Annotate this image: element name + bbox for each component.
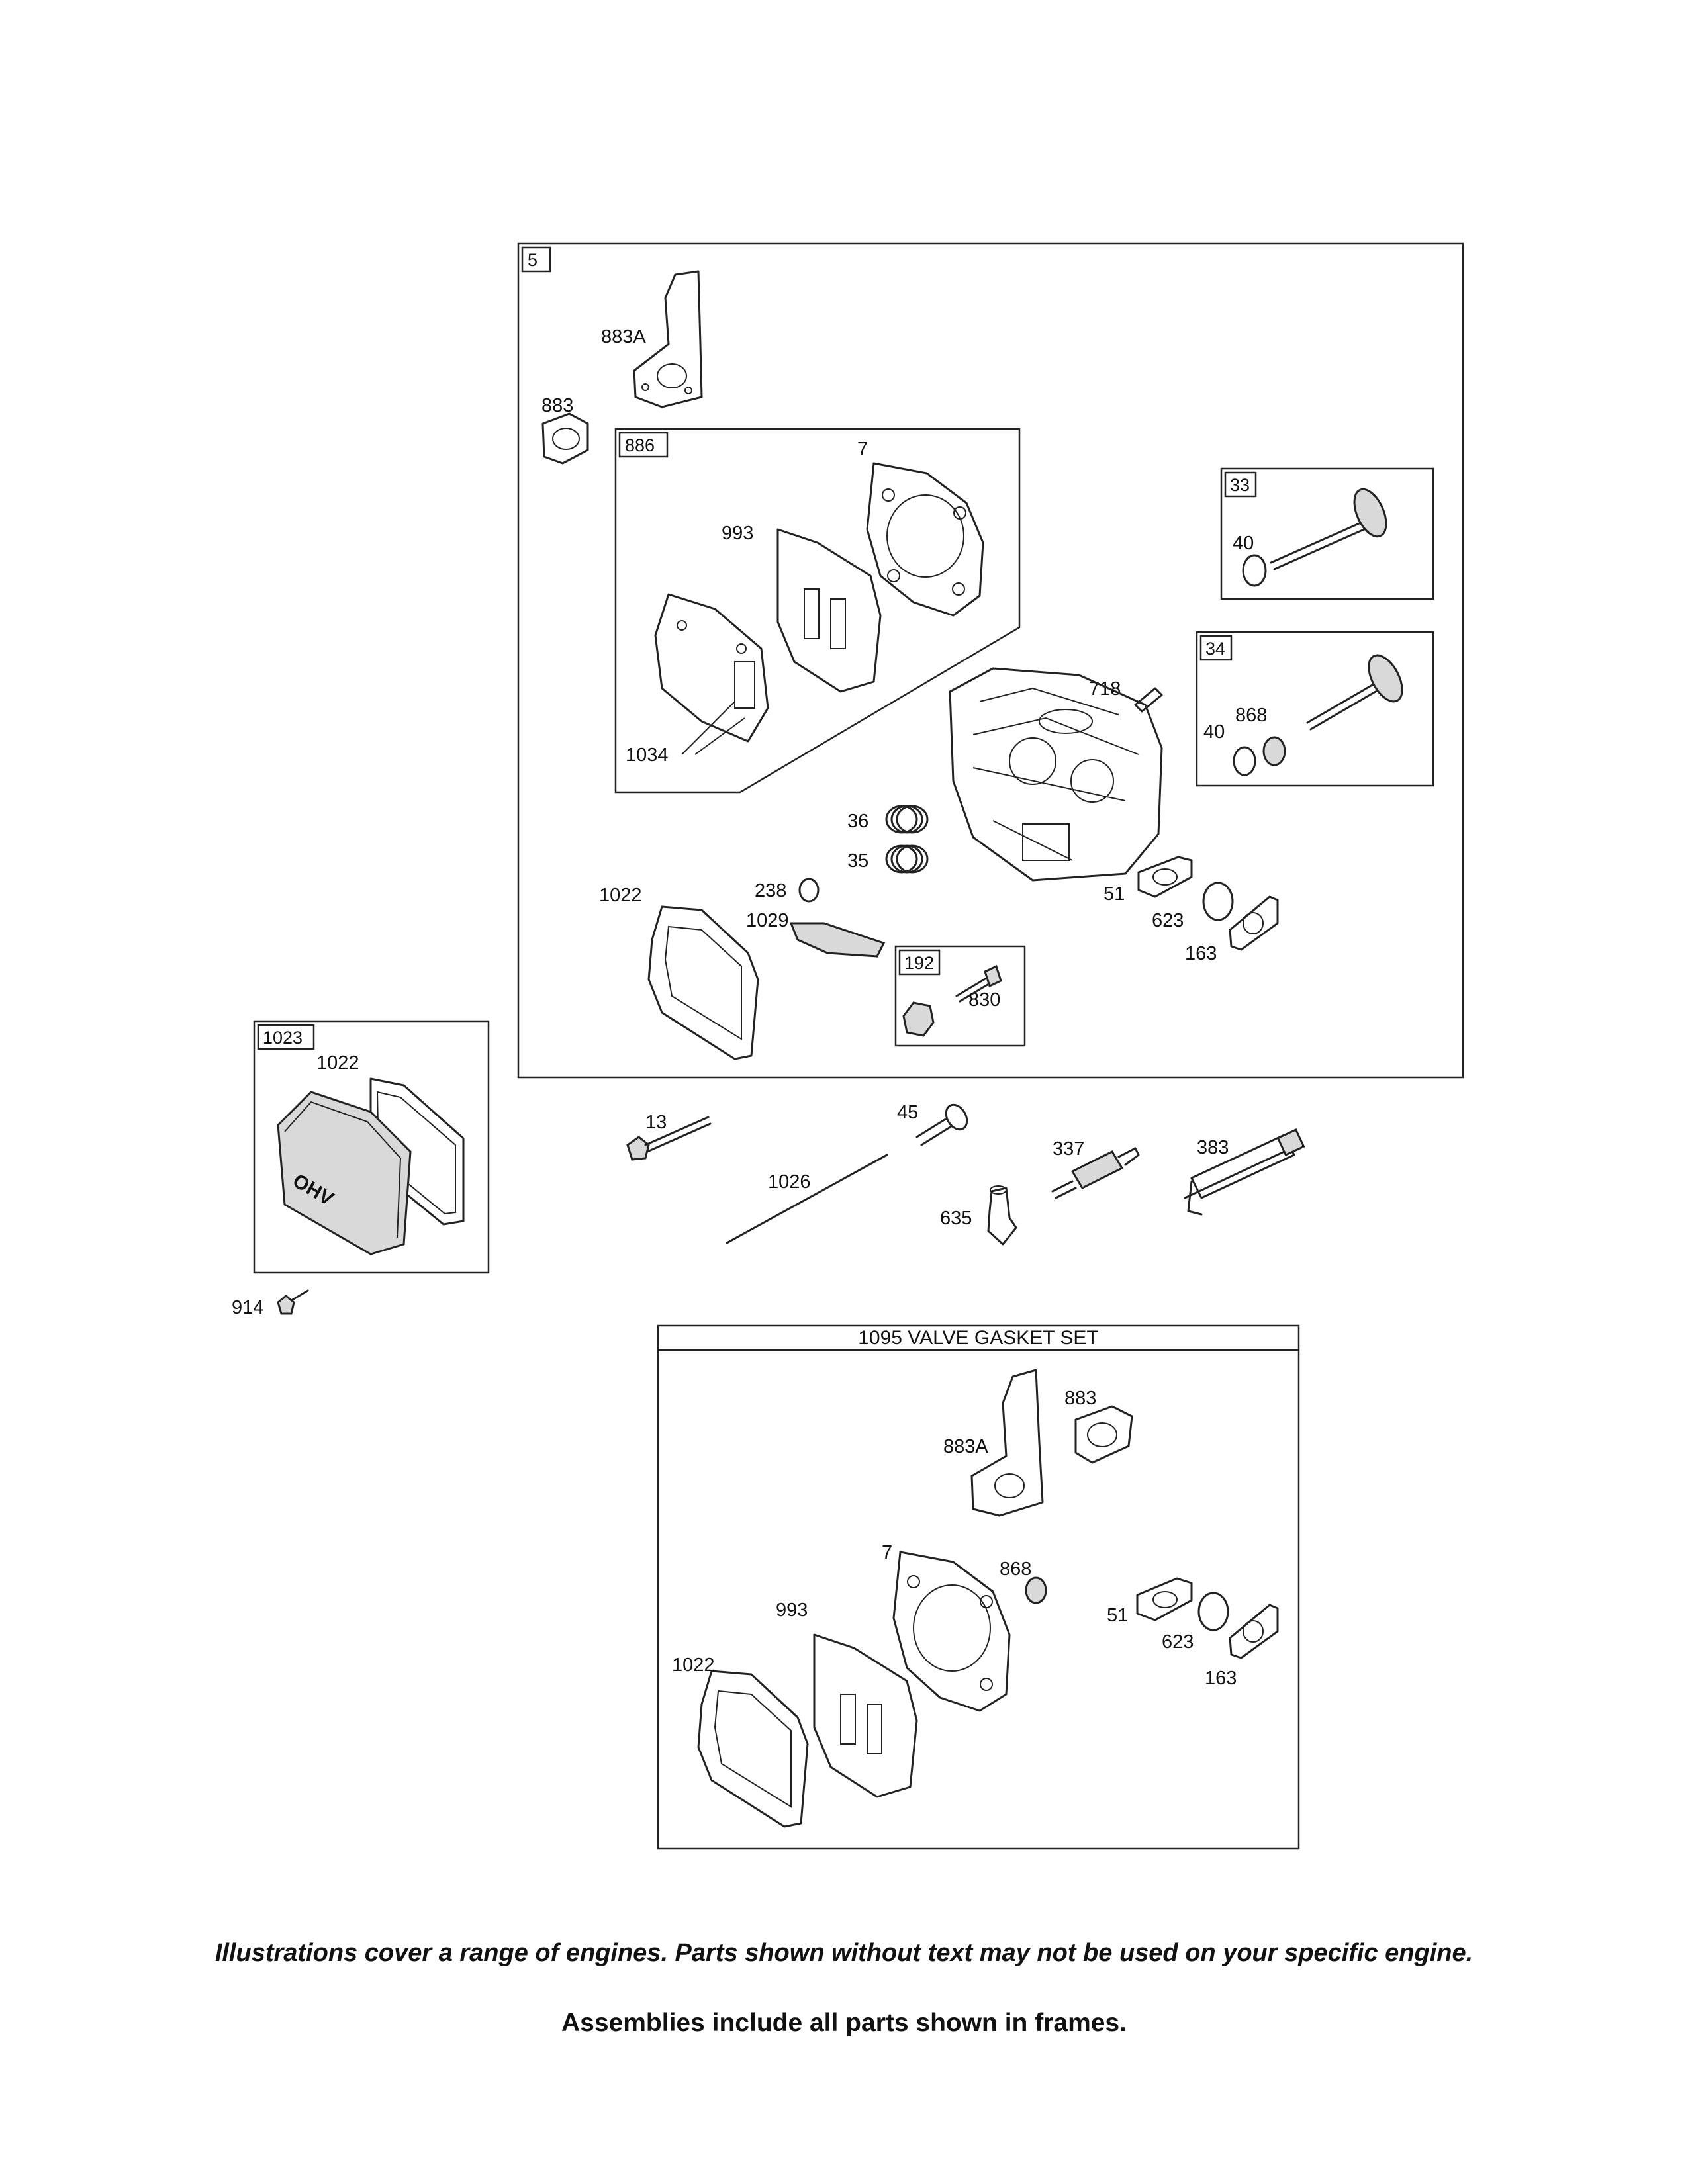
set-part-7-head-gasket [892,1551,1011,1712]
frame-1023-valve-cover: 1023 OHV [253,1020,490,1274]
part-1029-rocker [789,922,886,958]
part-623-ring [1202,882,1234,921]
frame-5-cylinder-head-assembly: 5 [517,242,1464,1079]
part-383-tool [1184,1128,1305,1216]
callout-635: 635 [940,1208,972,1229]
callout-set-993: 993 [776,1600,808,1621]
part-993-gasket [776,528,882,693]
frame-1023-tag: 1023 [263,1028,303,1048]
callout-45: 45 [897,1102,918,1123]
callout-set-883: 883 [1064,1388,1096,1409]
part-337-spark-plug [1051,1147,1140,1199]
callout-7: 7 [857,439,868,460]
part-635-boot [987,1185,1017,1246]
set-part-623-ring [1197,1592,1229,1631]
assemblies-note: Assemblies include all parts shown in fr… [561,2009,1127,2037]
callout-1026: 1026 [768,1171,811,1193]
callout-set-163: 163 [1205,1668,1237,1689]
part-51-exhaust-gasket [1137,856,1193,898]
part-238-cap [798,878,820,903]
set-part-883-gasket [1074,1405,1133,1464]
callout-1022-cover: 1022 [316,1052,359,1073]
part-45-guide [915,1103,968,1146]
callout-238: 238 [755,880,786,901]
frame-1095-valve-gasket-set: 1095 VALVE GASKET SET [657,1324,1300,1850]
set-part-868-seal [1025,1576,1047,1604]
part-36-valve-spring [885,805,929,834]
callout-993: 993 [722,523,753,544]
callout-35: 35 [847,850,868,872]
part-1026-pushrod [726,1154,888,1244]
set-part-1022-gasket [697,1670,809,1828]
set-part-883A-plate [970,1369,1044,1517]
callout-383: 383 [1197,1137,1229,1158]
callout-set-1022: 1022 [672,1655,715,1676]
callout-51: 51 [1103,884,1125,905]
frame-33-intake-valve: 33 [1220,467,1434,600]
callout-1034: 1034 [626,745,669,766]
callout-883A: 883A [601,326,646,347]
callout-623: 623 [1152,910,1184,931]
set-part-993-gasket [813,1633,918,1798]
callout-set-623: 623 [1162,1631,1194,1653]
disclaimer-note: Illustrations cover a range of engines. … [214,1939,1474,1967]
frame-886-gasket-set: 886 [614,428,1021,794]
frame-34-exhaust-valve: 34 [1196,631,1434,787]
part-914-screw [277,1289,309,1315]
part-13-bolt [626,1116,712,1161]
callout-830: 830 [968,989,1000,1011]
callout-set-7: 7 [882,1542,892,1563]
callout-set-51: 51 [1107,1605,1128,1626]
callout-1029: 1029 [746,910,789,931]
callout-36: 36 [847,811,868,832]
callout-914: 914 [232,1297,263,1318]
part-1022-cover-gasket [647,905,759,1060]
frame-34-tag: 34 [1205,639,1225,659]
set-part-51-gasket [1136,1577,1193,1621]
part-163-gasket [1229,895,1279,951]
callout-set-868: 868 [1000,1559,1031,1580]
callout-868-exhaust: 868 [1235,705,1267,726]
part-7-head-gasket [866,462,984,617]
callout-40-intake: 40 [1233,533,1254,554]
callout-13: 13 [645,1112,667,1133]
callout-337: 337 [1053,1138,1084,1160]
gasket-set-title: 1095 VALVE GASKET SET [858,1327,1099,1349]
callout-163: 163 [1185,943,1217,964]
part-883A-plate [633,270,703,408]
part-883-gasket [541,412,589,465]
callout-883: 883 [541,395,573,416]
callout-40-exhaust: 40 [1203,721,1225,743]
part-718-pin [1134,687,1163,713]
frame-192-tag: 192 [904,953,934,973]
frame-886-tag: 886 [625,435,655,455]
callout-1022: 1022 [599,885,642,906]
frame-5-tag: 5 [528,250,538,270]
frame-33-tag: 33 [1230,475,1250,495]
frame-192-adjusting-nut: 192 [894,945,1026,1047]
callout-set-883A: 883A [943,1436,988,1457]
part-cylinder-head [949,667,1163,882]
set-part-163-gasket [1229,1604,1279,1659]
part-1034-intake-plate [654,593,769,755]
part-35-valve-spring [885,844,929,874]
